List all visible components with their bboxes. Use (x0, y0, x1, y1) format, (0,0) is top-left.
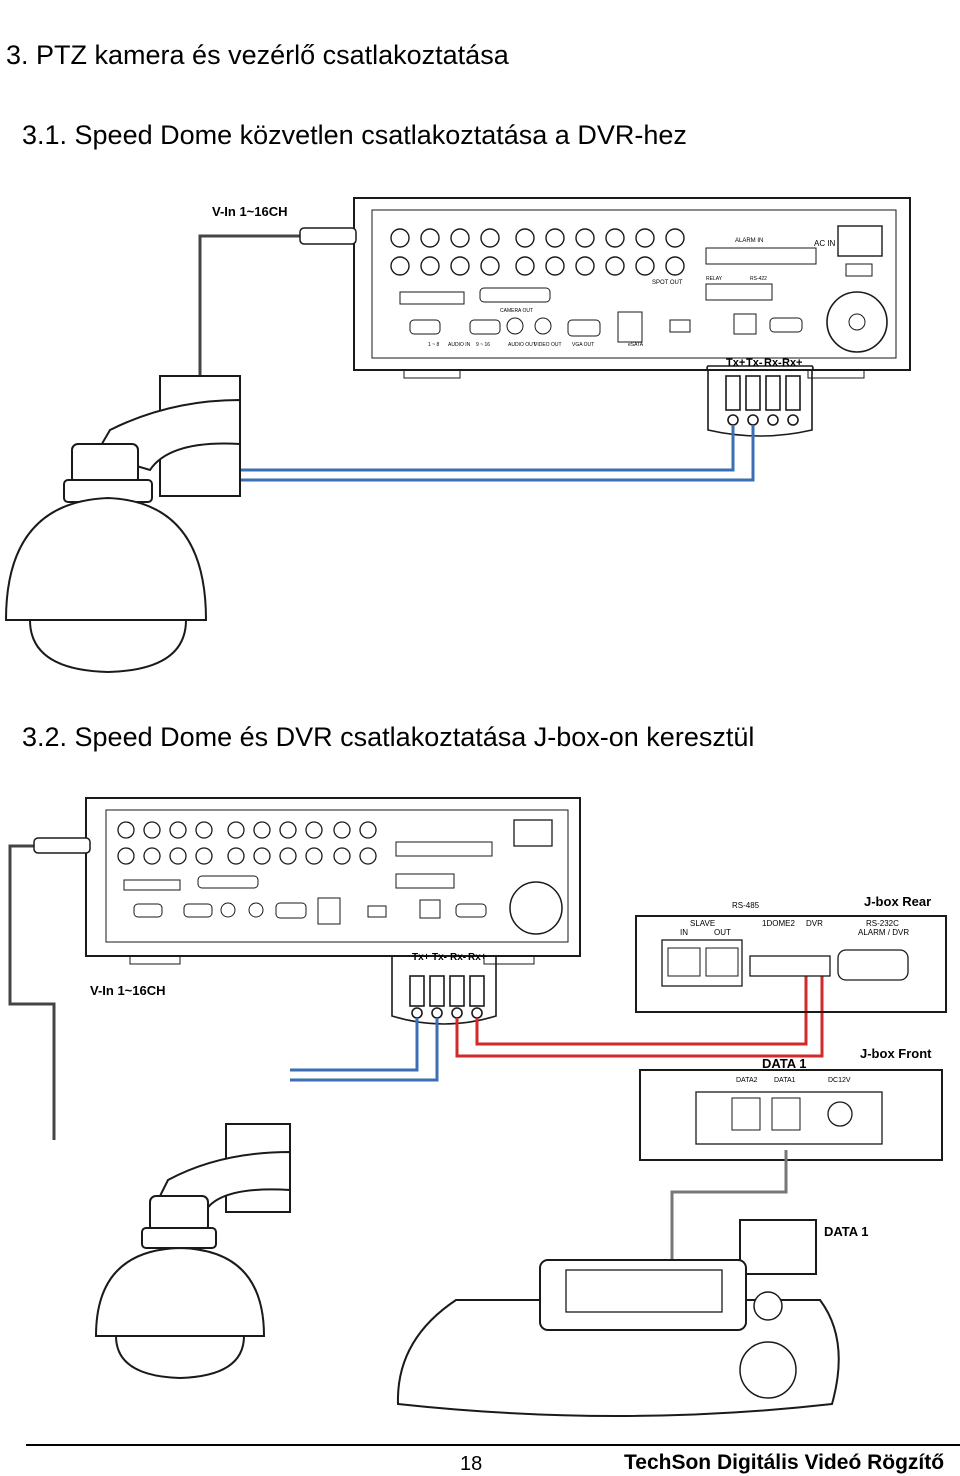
diagram-direct-connection: ALARM IN AC IN SPOT OUT RELAY RS-422 CAM… (4, 197, 911, 674)
dvr-label: DVR (806, 919, 823, 928)
footer-rule (26, 1444, 960, 1446)
jbox-front-label: J-box Front (860, 1046, 932, 1061)
pin-rx-minus: Rx- (764, 357, 782, 369)
in-label: IN (680, 928, 688, 937)
alarm-dvr-label: ALARM / DVR (858, 928, 909, 937)
data-cable (670, 1150, 788, 1270)
pin2-rx-minus: Rx- (450, 952, 466, 963)
spot-out-label: SPOT OUT (652, 280, 683, 286)
dome-wires (290, 1018, 439, 1082)
dvr-rear-panel (353, 197, 911, 379)
video-input-label: V-In 1~16CH (212, 204, 288, 219)
dc12v-label: DC12V (828, 1077, 851, 1084)
ac-in-label: AC IN (814, 239, 836, 248)
port-label-1-8: 1 ~ 8 (428, 342, 439, 348)
jbox-rear-label: J-box Rear (864, 894, 931, 909)
video-cable-2 (8, 844, 56, 1140)
rs485-terminal-callout-2 (391, 955, 497, 1025)
slave-label: SLAVE (690, 919, 715, 928)
alarm-in-label: ALARM IN (735, 238, 763, 244)
pin-tx-minus: Tx- (746, 357, 763, 369)
rs485-wires (240, 425, 755, 482)
port-label-audio-out: AUDIO OUT (508, 342, 536, 348)
port-label-esata: eSATA (628, 342, 644, 348)
rs485-label: RS-485 (732, 901, 760, 910)
data2-small-label: DATA2 (736, 1077, 758, 1084)
dvr-jbox-wires (455, 976, 824, 1058)
section-title-3-2: 3.2. Speed Dome és DVR csatlakoztatása J… (22, 722, 755, 752)
video-input-label-2: V-In 1~16CH (90, 983, 166, 998)
port-label-9-16: 9 ~ 16 (476, 342, 490, 348)
rs485-terminal-callout (706, 365, 814, 437)
footer-brand: TechSon Digitális Videó Rögzítő (624, 1451, 945, 1474)
keyboard-data1-label: DATA 1 (824, 1224, 869, 1239)
dome2-label: 1DOME2 (762, 919, 795, 928)
pin-tx-plus: Tx+ (726, 357, 745, 369)
bnc-plug-2 (33, 837, 91, 854)
data1-small-label: DATA1 (774, 1077, 796, 1084)
pin2-rx-plus: Rx+ (468, 952, 487, 963)
port-label-audio-in: AUDIO IN (448, 342, 471, 348)
camera-out-label: CAMERA OUT (500, 308, 533, 314)
section-title-3-1: 3.1. Speed Dome közvetlen csatlakoztatás… (22, 120, 687, 150)
bnc-plug (299, 227, 357, 245)
jbox-rear (635, 915, 947, 1013)
out-label: OUT (714, 928, 731, 937)
dvr-rear-panel-2 (85, 797, 581, 965)
rs422-label: RS-422 (750, 276, 767, 282)
diagram-jbox-connection: Tx+ Tx- Rx- Rx+ V-In 1~16CH J-box Rear R… (8, 797, 947, 1417)
speed-dome-camera-2 (94, 1123, 291, 1380)
port-label-video-out: VIDEO OUT (534, 342, 562, 348)
page-number: 18 (460, 1453, 483, 1475)
jbox-data1-label: DATA 1 (762, 1056, 807, 1071)
speed-dome-camera (4, 375, 241, 674)
port-label-vga-out: VGA OUT (572, 342, 594, 348)
keyboard-controller (396, 1219, 840, 1417)
page-heading: 3. PTZ kamera és vezérlő csatlakoztatása (6, 40, 509, 70)
pin2-tx-minus: Tx- (432, 952, 447, 963)
pin-rx-plus: Rx+ (782, 357, 803, 369)
relay-label: RELAY (706, 276, 723, 282)
rs232c-label: RS-232C (866, 919, 899, 928)
jbox-front (639, 1069, 943, 1161)
pin2-tx-plus: Tx+ (412, 952, 430, 963)
